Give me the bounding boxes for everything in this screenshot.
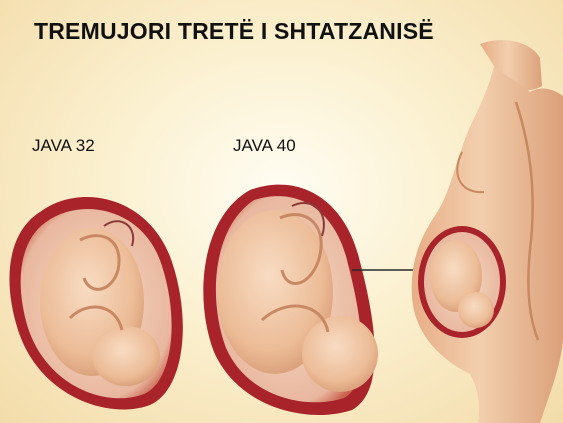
- label-week-32: JAVA 32: [32, 136, 95, 156]
- page-title: TREMUJORI TRETË I SHTATZANISË: [34, 18, 434, 45]
- pregnant-woman-figure: [412, 40, 563, 423]
- womb-week-32: [9, 197, 182, 410]
- womb-week-40: [203, 185, 378, 415]
- label-week-40: JAVA 40: [233, 136, 296, 156]
